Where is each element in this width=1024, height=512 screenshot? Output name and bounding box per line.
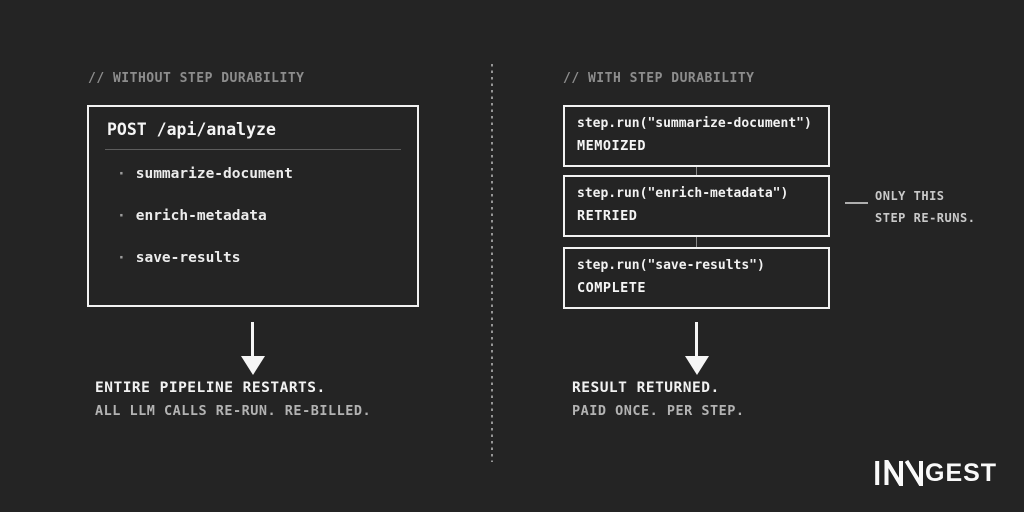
right-caption-primary: RESULT RETURNED.	[572, 380, 720, 396]
box-divider-line	[105, 149, 401, 150]
step-code: step.run("enrich-metadata")	[577, 186, 789, 201]
task-item: · save-results	[117, 247, 241, 266]
arrow-head-icon	[684, 356, 709, 375]
step-status-badge: COMPLETE	[577, 280, 647, 296]
step-box-enrich: step.run("enrich-metadata") RETRIED	[563, 175, 830, 237]
task-item-label: save-results	[135, 250, 241, 266]
inngest-logo: GEST	[874, 459, 997, 487]
api-endpoint-title: POST /api/analyze	[107, 120, 276, 139]
logo-inn-icon	[875, 460, 923, 486]
bullet-dot: ·	[117, 166, 126, 182]
step-status-badge: MEMOIZED	[577, 138, 647, 154]
down-arrow-icon	[240, 322, 265, 375]
arrow-head-icon	[240, 356, 265, 375]
task-item-label: summarize-document	[135, 166, 293, 182]
annotation-text-line1: ONLY THIS	[875, 189, 945, 203]
step-status-badge: RETRIED	[577, 208, 638, 224]
left-panel-header: // WITHOUT STEP DURABILITY	[88, 71, 305, 86]
step-box-save: step.run("save-results") COMPLETE	[563, 247, 830, 309]
api-request-box: POST /api/analyze · summarize-document · e…	[87, 105, 419, 307]
annotation-dash-line	[845, 202, 868, 204]
dotted-divider-line	[491, 64, 493, 462]
right-panel-header: // WITH STEP DURABILITY	[563, 71, 755, 86]
connector-line	[696, 237, 697, 247]
down-arrow-icon	[684, 322, 709, 375]
step-code: step.run("save-results")	[577, 258, 765, 273]
logo-text: GEST	[925, 459, 998, 487]
step-code: step.run("summarize-document")	[577, 116, 812, 131]
right-caption-secondary: PAID ONCE. PER STEP.	[572, 403, 745, 419]
task-item: · enrich-metadata	[117, 205, 267, 224]
left-caption-primary: ENTIRE PIPELINE RESTARTS.	[95, 380, 326, 396]
arrow-shaft	[251, 322, 254, 356]
bullet-dot: ·	[117, 250, 126, 266]
task-item: · summarize-document	[117, 163, 293, 182]
step-box-summarize: step.run("summarize-document") MEMOIZED	[563, 105, 830, 167]
arrow-shaft	[695, 322, 698, 356]
task-item-label: enrich-metadata	[135, 208, 267, 224]
annotation-text-line2: STEP RE-RUNS.	[875, 211, 976, 225]
left-caption-secondary: ALL LLM CALLS RE-RUN. RE-BILLED.	[95, 403, 372, 419]
bullet-dot: ·	[117, 208, 126, 224]
connector-line	[696, 167, 697, 175]
